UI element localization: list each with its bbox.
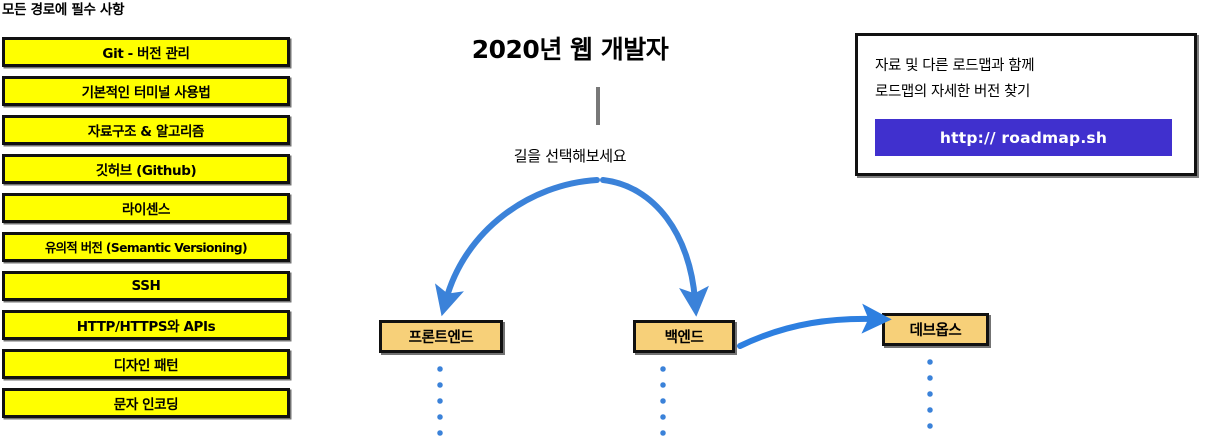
arrow-to-frontend [434,177,600,317]
essential-item-semantic-versioning[interactable]: 유의적 버전 (Semantic Versioning) [2,232,290,262]
path-node-devops[interactable]: 데브옵스 [882,313,989,346]
essential-item-label: 유의적 버전 (Semantic Versioning) [44,241,248,255]
roadmap-info-line-2: 로드맵의 자세한 버전 찾기 [875,84,1030,100]
essential-item-git[interactable]: Git - 버전 관리 [2,37,290,67]
essential-item-design-patterns[interactable]: 디자인 패턴 [2,349,290,379]
roadmap-info-box: 자료 및 다른 로드맵과 함께 로드맵의 자세한 버전 찾기 http:// r… [855,33,1197,176]
essential-item-label: HTTP/HTTPS와 APIs [76,319,216,335]
path-node-label: 프론트엔드 [408,330,474,346]
essential-item-label: 문자 인코딩 [113,397,179,413]
essentials-heading: 모든 경로에 필수 사항 [2,2,125,18]
essential-item-ssh[interactable]: SSH [2,271,290,301]
essential-item-label: SSH [131,278,161,294]
page-title-year: 2020 [471,35,540,64]
essential-item-github[interactable]: 깃허브 (Github) [2,154,290,184]
title-stem-line [596,87,600,125]
devops-branch-dotted-line [927,354,933,436]
essentials-column: 모든 경로에 필수 사항 Git - 버전 관리 기본적인 터미널 사용법 자료… [0,0,300,436]
essential-item-licenses[interactable]: 라이센스 [2,193,290,223]
essential-item-label: 라이센스 [121,202,171,218]
path-node-frontend[interactable]: 프론트엔드 [379,320,503,353]
arrow-to-backend [600,177,709,317]
choose-path-label: 길을 선택해보세요 [513,147,627,165]
essential-item-label: 디자인 패턴 [113,358,179,374]
roadmap-info-line-1: 자료 및 다른 로드맵과 함께 [875,58,1035,74]
essential-item-terminal[interactable]: 기본적인 터미널 사용법 [2,76,290,106]
roadmap-url-button[interactable]: http:// roadmap.sh [875,119,1172,156]
roadmap-info-text: 자료 및 다른 로드맵과 함께 로드맵의 자세한 버전 찾기 [875,53,1035,105]
roadmap-url-button-label: http:// roadmap.sh [939,128,1108,147]
center-column: 2020년 웹 개발자 길을 선택해보세요 [300,0,840,436]
essential-item-data-structures[interactable]: 자료구조 & 알고리즘 [2,115,290,145]
path-node-label: 백엔드 [664,330,704,346]
essentials-list: Git - 버전 관리 기본적인 터미널 사용법 자료구조 & 알고리즘 깃허브… [2,37,290,427]
essential-item-http-apis[interactable]: HTTP/HTTPS와 APIs [2,310,290,340]
essential-item-label: 기본적인 터미널 사용법 [81,85,211,101]
essential-item-label: 자료구조 & 알고리즘 [87,124,205,140]
essential-item-character-encoding[interactable]: 문자 인코딩 [2,388,290,418]
essential-item-label: 깃허브 (Github) [95,163,197,179]
path-node-label: 데브옵스 [909,323,962,339]
backend-branch-dotted-line [660,361,666,436]
essential-item-label: Git - 버전 관리 [102,46,190,62]
page-title-rest: 년 웹 개발자 [539,35,669,64]
frontend-branch-dotted-line [437,361,443,436]
path-node-backend[interactable]: 백엔드 [633,320,735,353]
page-title: 2020년 웹 개발자 [300,30,840,66]
